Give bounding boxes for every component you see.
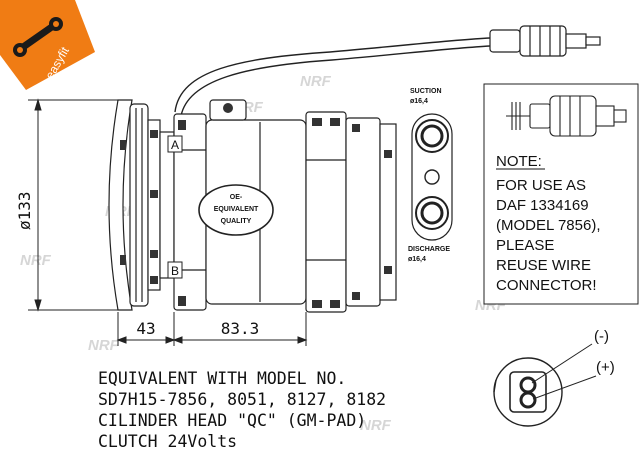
diameter-dimension <box>28 98 118 312</box>
badge-shape <box>0 0 95 90</box>
easyfit-badge: easyfit <box>0 0 95 90</box>
clutch-pulley <box>108 99 175 311</box>
wire-plug <box>489 25 601 57</box>
mark-b: B <box>167 261 183 279</box>
mark-a: A <box>167 135 183 153</box>
discharge-size: ø16,4 <box>408 256 426 263</box>
body-width-label: 83.3 <box>221 319 260 338</box>
stamp-line-3: QUALITY <box>221 218 252 225</box>
note-line: DAF 1334169 <box>496 197 589 214</box>
stamp-line-1: OE- <box>230 194 243 201</box>
note-line: FOR USE AS <box>496 177 586 194</box>
suction-size: ø16,4 <box>410 98 428 105</box>
watermark: NRF <box>88 337 120 354</box>
description: EQUIVALENT WITH MODEL NO. SD7H15-7856, 8… <box>98 369 386 451</box>
wire-harness <box>174 37 491 117</box>
description-line: SD7H15-7856, 8051, 8127, 8182 <box>98 390 386 409</box>
connector-pinout: (-) (+) <box>493 328 615 427</box>
mark-a-label: A <box>171 138 179 152</box>
mark-b-label: B <box>171 264 179 278</box>
watermark: NRF <box>20 252 52 269</box>
note-title: NOTE: <box>496 153 542 170</box>
description-line: CILINDER HEAD "QC" (GM-PAD) <box>98 411 366 430</box>
suction-label: SUCTION <box>410 88 442 95</box>
note-line: (MODEL 7856), <box>496 217 600 234</box>
description-line: EQUIVALENT WITH MODEL NO. <box>98 369 346 388</box>
width-dimensions <box>116 312 308 346</box>
note-line: CONNECTOR! <box>496 277 597 294</box>
port-pad: SUCTION ø16,4 DISCHARGE ø16,4 <box>408 88 453 263</box>
body-bolts <box>178 103 392 308</box>
left-width-label: 43 <box>136 319 155 338</box>
note-line: PLEASE <box>496 237 554 254</box>
note-line: REUSE WIRE <box>496 257 591 274</box>
stamp-line-2: EQUIVALENT <box>214 206 259 213</box>
minus-label: (-) <box>594 328 609 345</box>
plus-label: (+) <box>596 359 615 376</box>
discharge-label: DISCHARGE <box>408 246 450 253</box>
oe-quality-stamp: OE- EQUIVALENT QUALITY <box>198 184 274 236</box>
watermark: NRF <box>300 73 332 90</box>
watermark: NRF <box>360 417 392 434</box>
connector-detail <box>506 95 627 137</box>
note-box: NOTE: FOR USE AS DAF 1334169 (MODEL 7856… <box>483 83 639 305</box>
diameter-label: ø133 <box>15 191 34 230</box>
description-line: CLUTCH 24Volts <box>98 432 237 451</box>
pulley-bolts <box>120 130 158 284</box>
